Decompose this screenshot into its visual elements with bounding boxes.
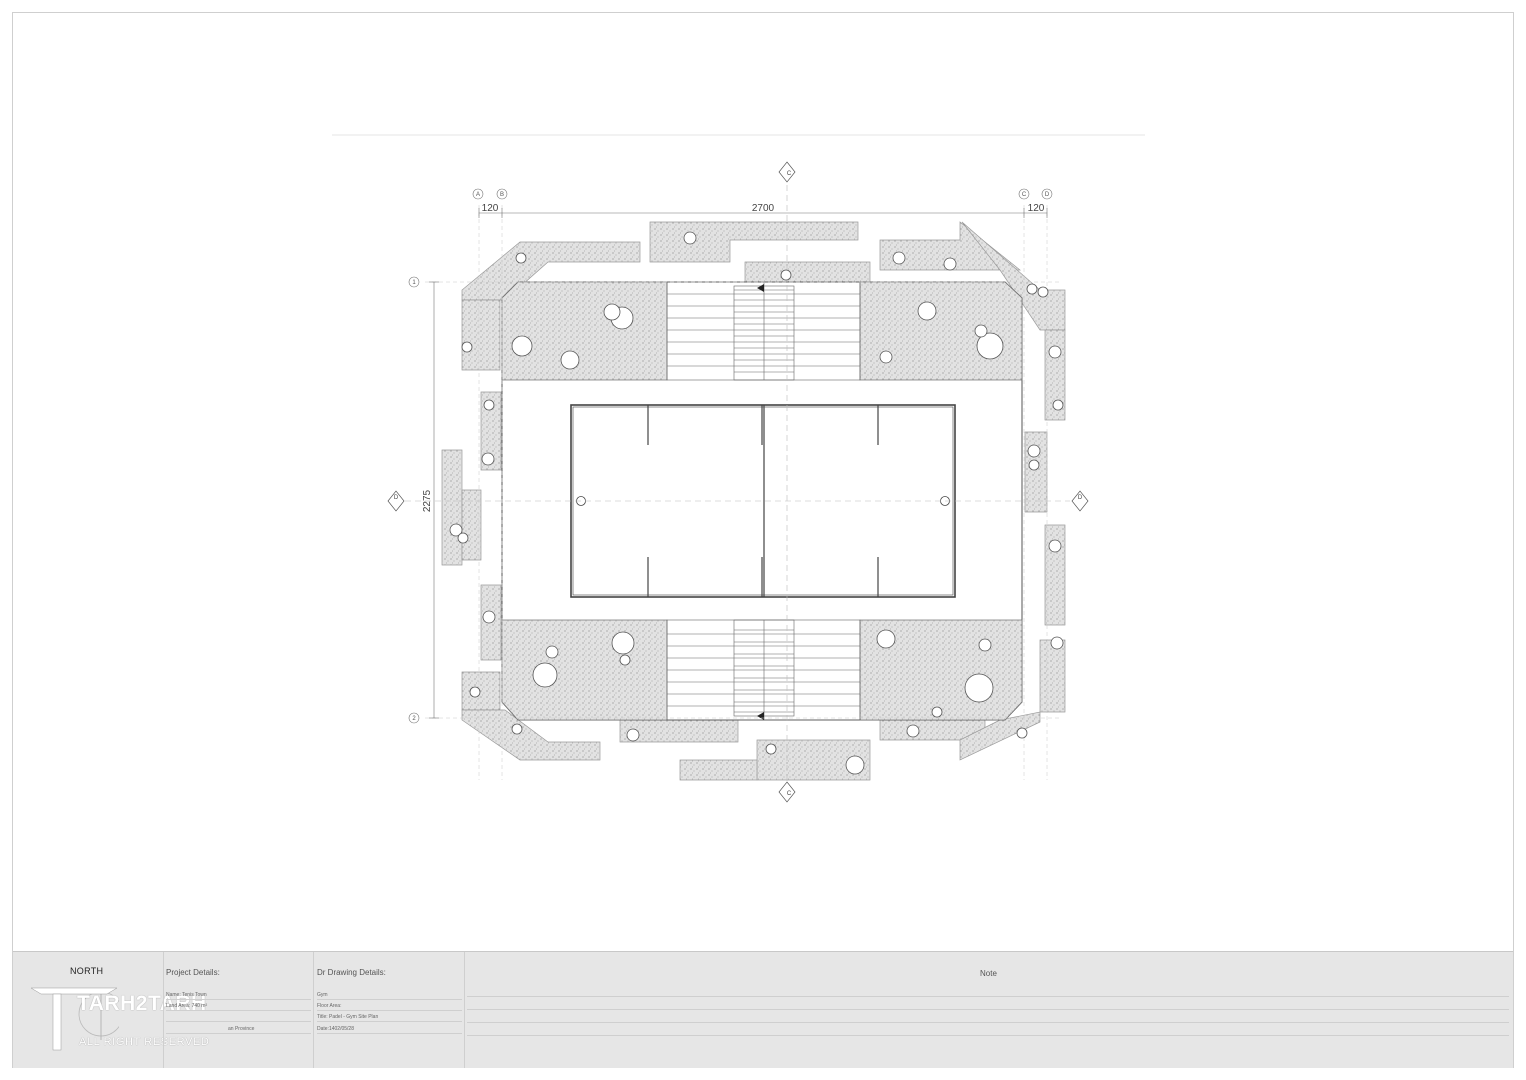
section-mark-bottom: C [787,791,792,797]
grid-bubble-a: A [476,192,480,198]
project-details-heading: Project Details: [166,968,220,977]
section-mark-left: D [394,495,399,501]
title-block: NORTH TARH2TARH ALL RIGHT RESERVED Proje… [13,951,1513,1068]
section-mark-top: C [787,171,792,177]
dimension-top-main: 2700 [752,203,775,214]
grid-bubble-1: 1 [412,280,416,286]
stair-arrow-top [757,284,764,292]
grid-bubble-c: C [1022,192,1027,198]
grid-bubble-d: D [1045,192,1050,198]
logo-tagline: ALL RIGHT RESERVED [79,1036,210,1048]
dimension-lines [429,208,1048,719]
north-arrow-icon [30,987,119,1051]
logo-wordmark: TARH2TARH [77,992,207,1015]
outer-planting-belt [441,221,1066,781]
trees [449,231,1064,775]
grid-bubble-b: B [500,192,504,198]
dimension-top-left: 120 [482,203,499,214]
drawing-row: Floor Area: [317,1003,342,1009]
drawing-row: Title: Padel - Gym Site Plan [317,1014,379,1020]
site-plan-drawing: 120 2700 120 2275 A B C D 1 2 C C D D [332,134,1145,803]
stairs-bottom [666,619,861,721]
north-label: NORTH [70,966,104,976]
grid-lines [425,205,1060,780]
project-row: an Province [228,1026,255,1032]
drawing-row: Date:1402/05/28 [317,1026,354,1032]
project-row: Land Area: 740 m² [166,1003,208,1009]
dimension-top-right: 120 [1028,203,1045,214]
note-heading: Note [980,969,997,978]
project-row: Name: Tenis Town [166,992,207,998]
dimension-left-main: 2275 [422,489,433,512]
section-mark-right: D [1078,495,1083,501]
drawing-details-heading: Dr Drawing Details: [317,968,386,977]
drawing-row: Gym [317,992,328,998]
grid-bubble-2: 2 [412,716,416,722]
